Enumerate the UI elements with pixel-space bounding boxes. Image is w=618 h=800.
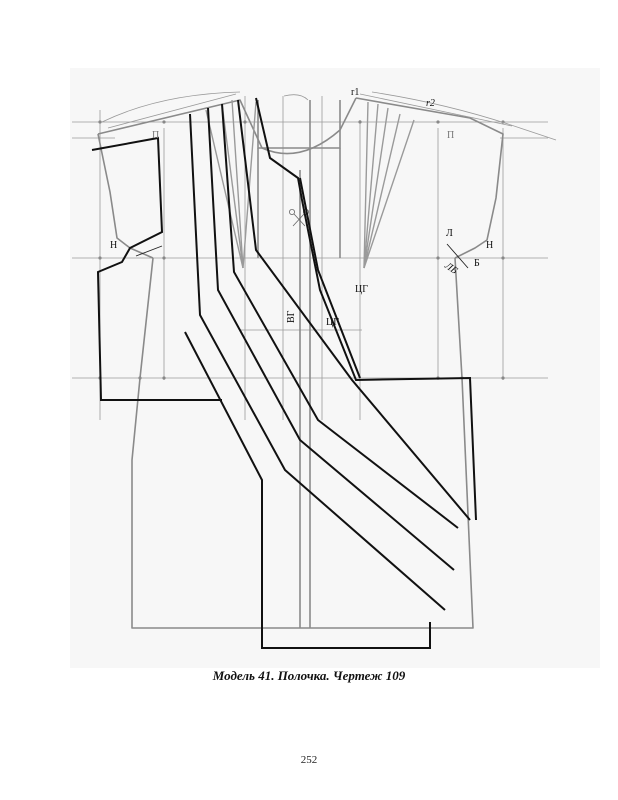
armhole-marks	[135, 243, 469, 269]
label-r1: r1	[351, 87, 359, 98]
inner-panel-2	[189, 113, 446, 611]
reference-points	[98, 120, 505, 380]
outer-panel-edge	[255, 97, 477, 521]
base-front-outline	[97, 97, 504, 629]
label-cg-width: ЦГ	[326, 317, 339, 328]
inner-panel-1	[184, 331, 431, 649]
label-l: Л	[446, 228, 453, 239]
page-number: 252	[300, 754, 318, 766]
left-panel-outline	[91, 136, 222, 401]
inner-panel-5	[237, 99, 471, 521]
center-front-cut	[299, 177, 361, 379]
inner-panel-3	[207, 107, 455, 571]
inner-panel-4	[221, 103, 459, 529]
label-n-right: Н	[486, 240, 493, 251]
figure-caption: Модель 41. Полочка. Чертеж 109	[212, 668, 406, 683]
label-n-left: Н	[110, 240, 117, 251]
label-p-left: П	[152, 130, 159, 141]
radius-arcs	[101, 91, 557, 141]
model-lines	[91, 97, 477, 649]
label-b: Б	[474, 258, 480, 269]
label-cg-point: ЦГ	[355, 284, 368, 295]
label-vg: ВГ	[286, 310, 297, 323]
label-r2: r2	[426, 98, 435, 109]
label-lb: ЛБ	[442, 260, 460, 277]
label-p-right: П	[447, 130, 454, 141]
shoulder-darts	[205, 99, 415, 269]
